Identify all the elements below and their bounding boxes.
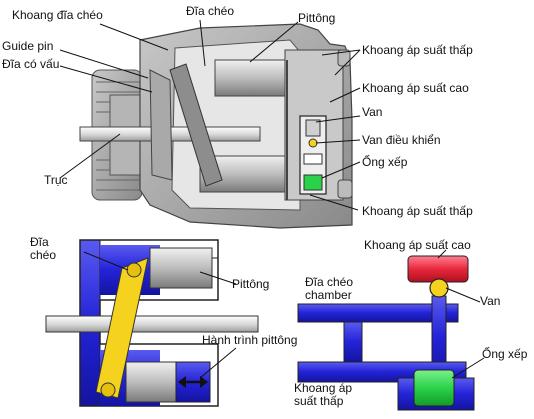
schematic-swash-plate [95,257,149,399]
label-bellows-top: Ống xếp [362,155,408,169]
valve [429,278,449,298]
upper-piston [214,59,286,97]
swash-chamber-pipe [297,303,459,323]
compressor-cutaway [59,19,361,229]
label-high-pressure-1: Khoang áp suất cao [362,81,469,95]
label-low-pressure-2: Khoang áp suất thấp [362,204,473,218]
label-low-pressure-1: Khoang áp suất thấp [362,43,473,57]
label-bellows-right: Ống xếp [482,347,528,361]
valve-ball [308,138,318,148]
schematic-lower-piston [125,361,179,403]
piston-schematic [45,239,259,407]
label-shaft: Trục [44,173,68,187]
label-swash-chamber: Khoang đĩa chéo [12,8,103,22]
swash-plate [169,63,223,187]
bellows-top [303,174,323,191]
label-control-valve: Van điều khiển [362,133,441,147]
label-piston-left: Pittông [232,277,270,291]
schematic-shaft [45,315,259,333]
valve-schematic [297,249,485,411]
lug-plate [149,69,173,181]
label-piston-stroke: Hành trình pittông [202,333,298,347]
label-valve-top: Van [362,105,383,119]
high-pressure-chamber [407,255,469,283]
label-guide-pin: Guide pin [2,39,54,53]
label-piston-top: Pittông [298,11,336,25]
label-lug-plate: Đĩa có vấu [2,57,60,71]
label-low-pressure-3: Khoang áp suất thấp [294,381,353,408]
connector-pipe [343,321,363,363]
stroke-arrow [178,376,208,388]
bellows [413,369,455,407]
label-high-pressure-2: Khoang áp suất cao [364,238,471,252]
label-swash-plate-top: Đĩa chéo [186,4,235,18]
schematic-upper-piston [149,247,213,289]
leader-lines-top [59,19,361,211]
label-swash-plate-left: Đĩa chéo [30,235,57,262]
label-swash-chamber-2: Đĩa chéo chamber [305,275,354,302]
label-valve-right: Van [480,294,501,308]
